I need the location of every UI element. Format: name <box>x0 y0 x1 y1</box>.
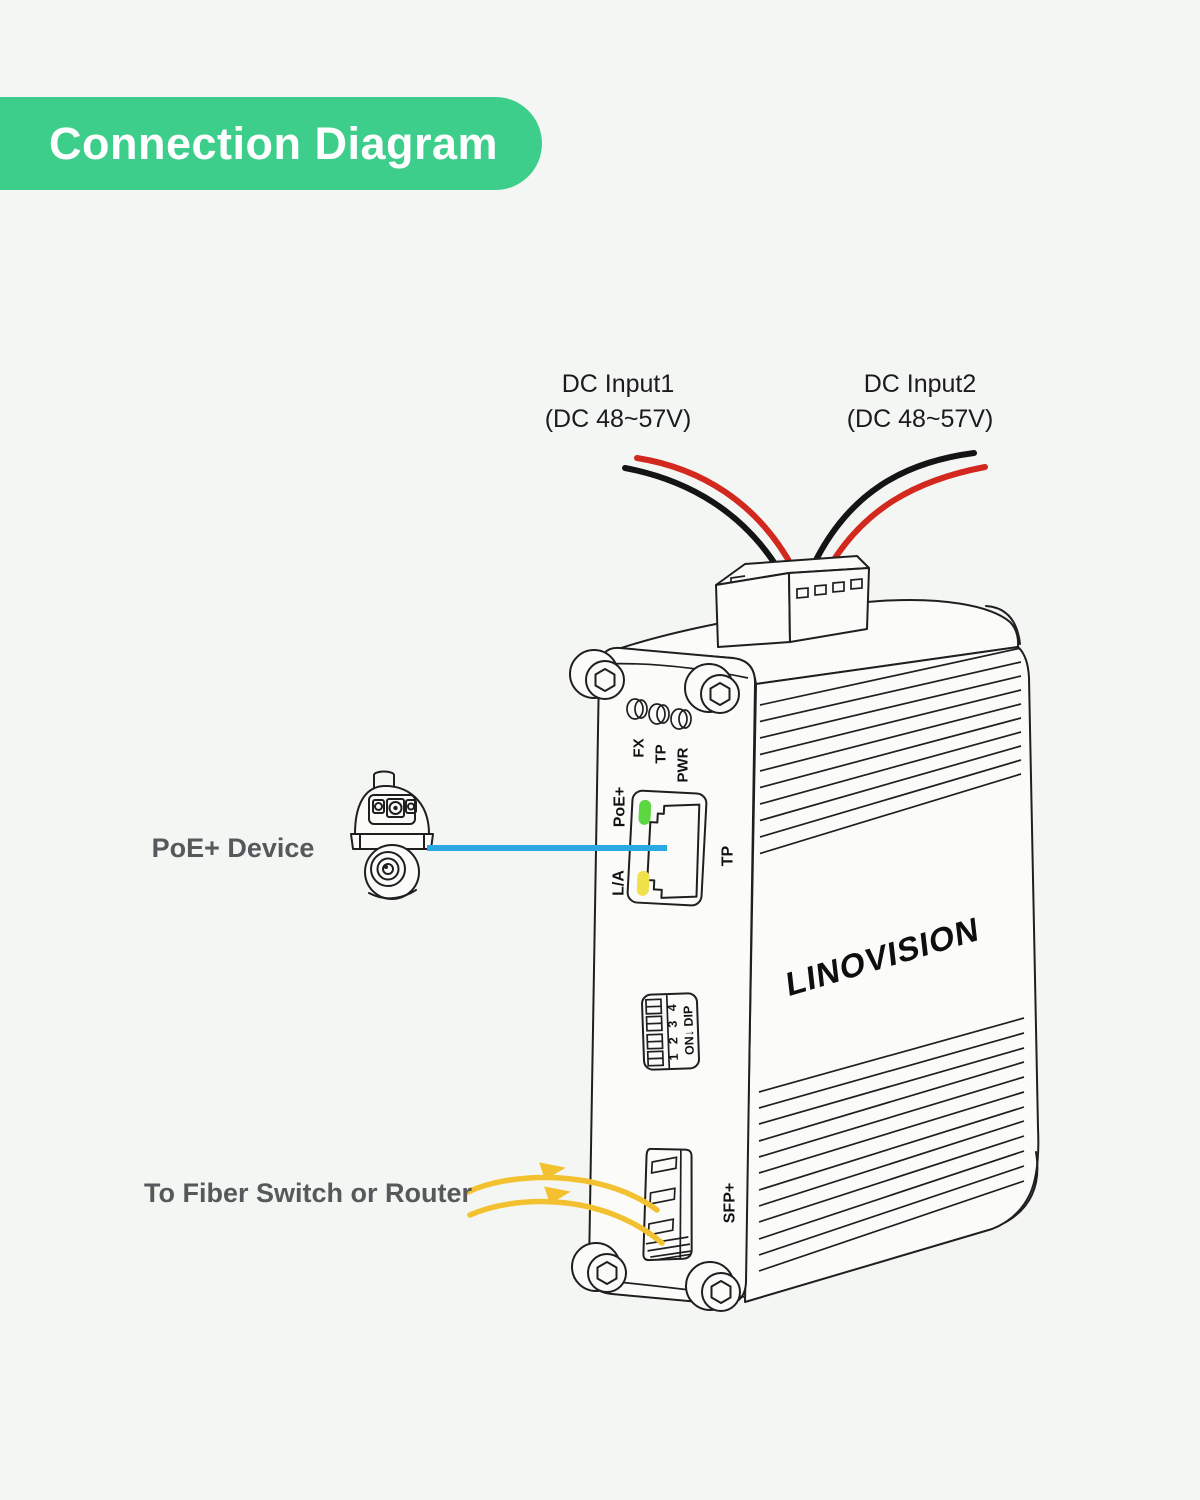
dc-power-wires <box>622 450 988 578</box>
rj45-amber-led <box>636 870 650 896</box>
fiber-cable-2 <box>467 1198 665 1246</box>
status-leds: FX TP PWR <box>626 698 692 783</box>
dc-input1-label: DC Input1 (DC 48~57V) <box>545 370 692 433</box>
dc-input1-voltage: (DC 48~57V) <box>545 405 692 433</box>
terminal-holes <box>796 578 863 599</box>
hex-screw-icon <box>569 649 625 700</box>
hex-screw-icon <box>571 1242 627 1293</box>
ptz-camera-icon <box>350 770 434 900</box>
dc2-black-wire <box>809 450 977 571</box>
dip-switch-labels: 1 2 3 4 ON↓ DIP <box>665 1001 697 1061</box>
fin-lines-top <box>759 647 1022 855</box>
dip-switch-sliders <box>645 998 665 1067</box>
dc-input1-title: DC Input1 <box>562 370 675 398</box>
poe-device-label: PoE+ Device <box>152 833 315 863</box>
led-indicator-icon <box>670 708 692 730</box>
front-top-rim <box>601 662 749 679</box>
rj45-tp-label: TP <box>720 845 737 866</box>
led-label-fx: FX <box>630 738 647 757</box>
led-indicator-icon <box>626 698 648 720</box>
rj45-la-label: L/A <box>611 870 628 896</box>
dip-mode-label: ON↓ DIP <box>681 1005 697 1055</box>
led-label-pwr: PWR <box>674 747 691 782</box>
section-banner: Connection Diagram <box>0 97 542 190</box>
dc-input2-label: DC Input2 (DC 48~57V) <box>847 370 994 433</box>
heatsink-fins-bottom <box>758 1017 1025 1272</box>
fin-lines-bottom <box>758 1017 1025 1272</box>
fiber-arrowhead-icon <box>544 1186 571 1204</box>
fiber-arrowhead-icon <box>539 1162 566 1180</box>
rj45-green-led <box>638 799 652 825</box>
dc-terminal-block <box>715 555 870 648</box>
dc1-red-wire <box>634 455 797 573</box>
media-converter-device: LINOVISION <box>569 555 1040 1312</box>
heatsink-fins-top <box>759 647 1022 855</box>
hex-screw-icon <box>684 663 740 714</box>
dc-input2-voltage: (DC 48~57V) <box>847 405 994 433</box>
device-bottom-right-bump <box>1005 1151 1039 1223</box>
dc1-black-wire <box>622 465 785 578</box>
device-top-right-bump <box>985 605 1021 645</box>
dc-input2-title: DC Input2 <box>864 370 977 398</box>
rj45-poe-label: PoE+ <box>612 787 629 827</box>
sfp-port-label: SFP+ <box>722 1183 739 1223</box>
fiber-cable-1 <box>465 1174 660 1213</box>
dip-switch-icon: 1 2 3 4 ON↓ DIP <box>641 992 701 1071</box>
fiber-switch-label: To Fiber Switch or Router <box>144 1178 473 1208</box>
led-indicator-icon <box>648 703 670 725</box>
dc2-red-wire <box>824 464 988 574</box>
page-title: Connection Diagram <box>49 117 499 169</box>
dip-numbers-label: 1 2 3 4 <box>665 1001 681 1061</box>
led-label-tp: TP <box>652 744 669 763</box>
fiber-cables <box>465 1162 665 1246</box>
hex-screw-icon <box>685 1261 741 1312</box>
